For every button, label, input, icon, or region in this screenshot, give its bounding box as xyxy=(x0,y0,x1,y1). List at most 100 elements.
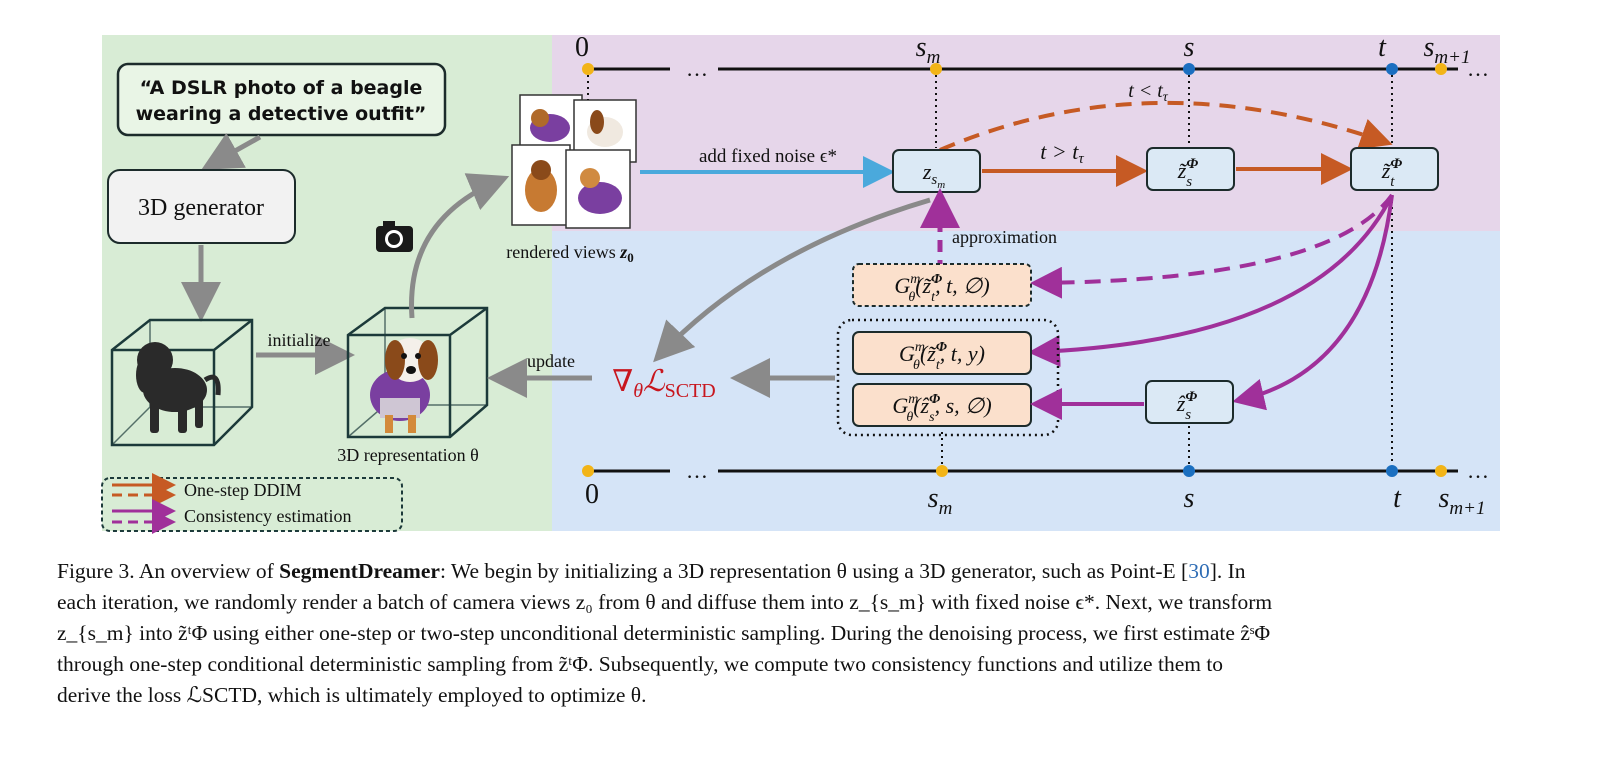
consistency-pair-group xyxy=(836,318,1060,437)
g3-arg-sup: Φ xyxy=(929,392,940,407)
node-z-tilde-s-sub: s xyxy=(1186,174,1192,190)
svg-text:zsm: zsm xyxy=(922,159,945,191)
rendered-views-text: rendered views xyxy=(506,242,620,262)
svg-text:Gmθ(ẑΦs, s, ∅): Gmθ(ẑΦs, s, ∅) xyxy=(892,392,991,425)
figure-caption: Figure 3. An overview of SegmentDreamer:… xyxy=(57,556,1542,711)
ellipsis-bottom-right: … xyxy=(1467,458,1489,483)
rendered-views-sub: 0 xyxy=(627,250,634,265)
condition-gt-sub: τ xyxy=(1078,151,1084,167)
node-z-sm-base: z xyxy=(922,159,932,184)
generator-label: 3D generator xyxy=(138,195,264,221)
g2-sub: θ xyxy=(913,358,920,373)
legend-consistency-label: Consistency estimation xyxy=(184,506,351,526)
g1-lead: G xyxy=(894,273,910,298)
tick-t-bottom: t xyxy=(1393,483,1402,514)
vertical-guides xyxy=(587,75,1393,465)
loss-sub: SCTD xyxy=(665,380,716,402)
node-z-sm-subsub: m xyxy=(937,179,945,191)
arrow-zsm-to-loss xyxy=(653,197,931,363)
g3-arg-sub: s xyxy=(929,410,935,425)
condition-gt-text: t > t xyxy=(1040,139,1079,164)
initialize-label: initialize xyxy=(268,330,331,350)
caption-method-name: SegmentDreamer xyxy=(279,559,440,583)
caption-line-2: each iteration, we randomly render a bat… xyxy=(57,590,1273,614)
loss-theta: θ xyxy=(633,380,643,402)
tick-sm-bottom: sm xyxy=(928,483,953,519)
consistency-dashed-to-g1 xyxy=(1030,193,1394,299)
condition-lt-label: t < tτ xyxy=(1128,80,1169,105)
prompt-line-2: wearing a detective outfit” xyxy=(136,103,427,125)
g1-sup: m xyxy=(910,272,920,287)
ellipsis-top-left: … xyxy=(686,56,708,81)
g3-lead: G xyxy=(892,393,908,418)
node-z-hat-s-sup: Φ xyxy=(1185,389,1197,405)
overview-figure: “A DSLR photo of a beagle wearing a dete… xyxy=(101,32,1500,534)
node-z-tilde-t-sup: Φ xyxy=(1390,156,1402,172)
legend: One-step DDIM Consistency estimation xyxy=(101,473,403,534)
caption-fig: Figure 3. An overview of xyxy=(57,559,280,583)
generator-box: 3D generator xyxy=(107,169,296,244)
node-z-hat-s-sub: s xyxy=(1185,407,1191,423)
arrow-prompt-to-generator xyxy=(201,132,262,170)
caption-line-4: through one-step conditional determinist… xyxy=(57,652,1224,676)
caption-line1-end: ]. In xyxy=(1209,559,1246,583)
g3-arg: (ẑ xyxy=(913,393,929,418)
loss-nabla: ∇ xyxy=(612,365,633,398)
timeline-dot-t-top xyxy=(1386,63,1398,75)
svg-text:Gmθ(z̃Φt, t, y): Gmθ(z̃Φt, t, y) xyxy=(899,340,985,373)
node-z-tilde-t-base: z̃ xyxy=(1381,158,1392,183)
beagle-silhouette-icon xyxy=(136,342,221,433)
consistency-arrow-to-zhat xyxy=(1232,194,1394,411)
g3-sub: θ xyxy=(906,410,913,425)
node-z-sm: zsm xyxy=(892,149,981,193)
timeline-dot-0-bottom xyxy=(582,465,594,477)
condition-lt-sub: τ xyxy=(1163,90,1169,105)
bottom-timeline: 0 … sm s t sm+1 … xyxy=(582,458,1489,519)
caption-line-3: z_{s_m} into z̃ᵗΦ using either one-step … xyxy=(57,621,1271,645)
tick-sm1-top-sub: m+1 xyxy=(1434,47,1470,68)
camera-icon xyxy=(376,221,413,252)
caption-line1-rest: : We begin by initializing a 3D represen… xyxy=(439,559,1189,583)
tick-sm1-top-base: s xyxy=(1424,32,1435,63)
g2-arg-sup: Φ xyxy=(936,340,947,355)
timeline-dot-sm-bottom xyxy=(936,465,948,477)
tick-sm-top: sm xyxy=(916,32,941,68)
caption-citation-link[interactable]: 30 xyxy=(1188,559,1210,583)
approximation-label: approximation xyxy=(952,227,1057,247)
timeline-dot-s-top xyxy=(1183,63,1195,75)
svg-text:Gmθ(z̃Φt, t, ∅): Gmθ(z̃Φt, t, ∅) xyxy=(894,272,989,305)
legend-ddim-label: One-step DDIM xyxy=(184,480,301,500)
timeline-dot-s-bottom xyxy=(1183,465,1195,477)
ddim-dashed-arc xyxy=(939,100,1393,152)
condition-gt-label: t > tτ xyxy=(1040,139,1084,167)
g1-rest: , t, ∅) xyxy=(935,273,990,298)
loss-L: ℒ xyxy=(643,365,666,398)
tick-sm1-bottom: sm+1 xyxy=(1439,483,1486,519)
node-z-sm-sub: s xyxy=(931,172,937,188)
timeline-dot-sm-top xyxy=(930,63,942,75)
tick-s-top: s xyxy=(1184,32,1195,63)
g3-sup: m xyxy=(908,392,918,407)
caption-line-5: derive the loss ℒSCTD, which is ultimate… xyxy=(57,683,647,707)
tick-s-bottom: s xyxy=(1184,483,1195,514)
add-noise-label: add fixed noise ϵ* xyxy=(699,146,837,167)
tick-t-top: t xyxy=(1378,32,1387,63)
top-timeline: 0 … sm s t sm+1 … xyxy=(575,32,1489,81)
svg-text:z̃Φs: z̃Φs xyxy=(1177,156,1199,190)
condition-lt-text: t < t xyxy=(1128,80,1163,102)
rendered-views-var: z xyxy=(619,242,627,262)
node-z-hat-s-base: ẑ xyxy=(1176,391,1186,416)
tick-sm1-top: sm+1 xyxy=(1424,32,1471,68)
representation-label: 3D representation θ xyxy=(337,445,479,465)
g2-rest: , t, y) xyxy=(940,341,985,366)
rendered-views-stack xyxy=(511,94,637,229)
g1-arg-sub: t xyxy=(931,290,936,305)
caption-line-1: Figure 3. An overview of SegmentDreamer:… xyxy=(57,556,1542,587)
g2-sup: m xyxy=(915,340,925,355)
tick-sm-bottom-base: s xyxy=(928,483,939,514)
tick-sm-top-base: s xyxy=(916,32,927,63)
